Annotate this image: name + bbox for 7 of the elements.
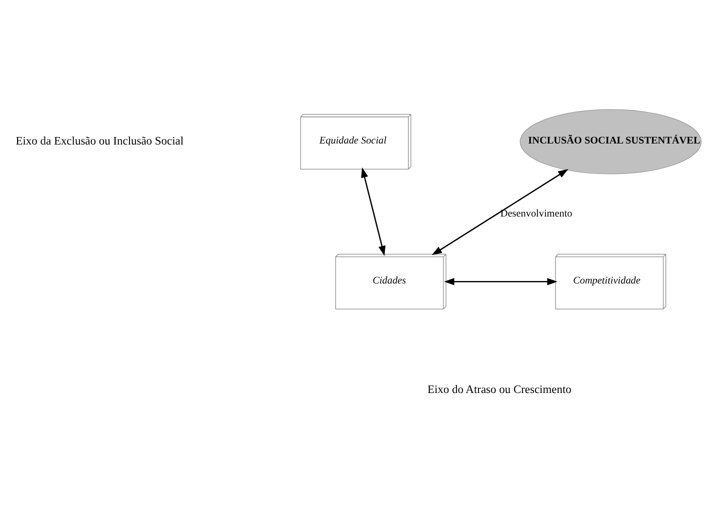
arrow — [361, 167, 386, 256]
arrow — [444, 278, 558, 286]
label: Eixo da Exclusão ou Inclusão Social — [16, 136, 184, 148]
edge-label: Desenvolvimento — [500, 208, 572, 220]
arrow — [432, 169, 568, 256]
node-ellipse: INCLUSÃO SOCIAL SUSTENTÁVEL — [520, 109, 702, 174]
label: Eixo do Atraso ou Crescimento — [427, 384, 572, 396]
